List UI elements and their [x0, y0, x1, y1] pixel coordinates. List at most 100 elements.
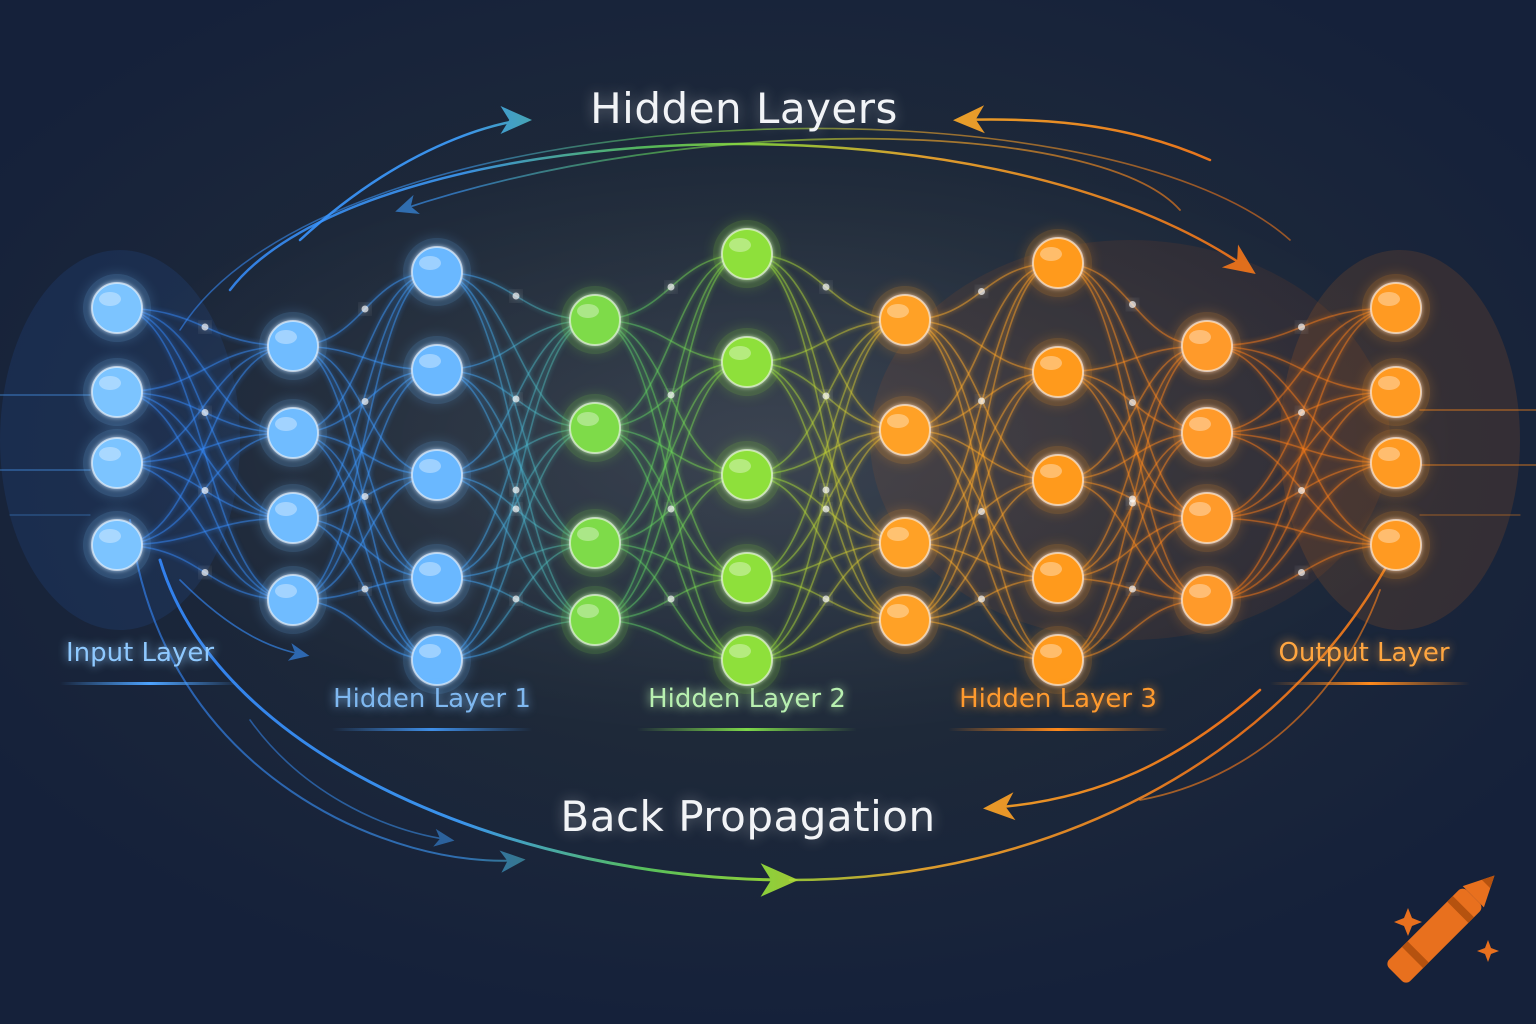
neuron-highlight — [729, 562, 751, 576]
neuron-node — [1032, 454, 1084, 506]
neuron-highlight — [887, 604, 909, 618]
output-layer-label: Output Layer — [1278, 638, 1450, 668]
signal-dot — [822, 283, 830, 291]
signal-dot — [667, 595, 675, 603]
signal-dot — [978, 595, 985, 603]
signal-dot — [1298, 323, 1305, 331]
neuron-highlight — [729, 459, 751, 473]
input-layer-underline — [60, 682, 240, 685]
neuron-node — [1032, 634, 1084, 686]
signal-dot — [1129, 399, 1136, 406]
connection-line — [746, 253, 906, 621]
signal-dot — [361, 493, 369, 500]
neuron-highlight — [577, 412, 599, 426]
connection-line — [1206, 345, 1397, 546]
neuron-highlight — [577, 604, 599, 618]
neuron-node — [411, 449, 463, 501]
neuron-highlight — [419, 354, 441, 368]
neuron-node — [267, 492, 319, 544]
connection-line — [1206, 307, 1397, 601]
neuron-highlight — [275, 417, 297, 431]
signal-dot — [512, 292, 520, 300]
neuron-highlight — [729, 238, 751, 252]
neuron-node — [1370, 519, 1422, 571]
neuron-highlight — [99, 292, 121, 306]
back-propagation-label: Back Propagation — [560, 792, 936, 841]
signal-dot — [1129, 301, 1136, 308]
neuron-highlight — [1040, 464, 1062, 478]
neuron-highlight — [275, 330, 297, 344]
flow-arcs — [129, 105, 1392, 897]
hidden-layer-2-label: Hidden Layer 2 — [648, 684, 846, 714]
signal-dot — [667, 391, 675, 399]
neuron-node — [569, 402, 621, 454]
neuron-node — [879, 404, 931, 456]
neuron-highlight — [1189, 584, 1211, 598]
signal-dot — [1298, 487, 1305, 494]
neuron-highlight — [1378, 529, 1400, 543]
signal-dot — [822, 505, 830, 513]
signal-dot — [361, 585, 369, 593]
signal-dot — [361, 398, 369, 405]
neuron-node — [721, 336, 773, 388]
neuron-node — [91, 519, 143, 571]
neuron-highlight — [99, 529, 121, 543]
signal-dot — [361, 305, 369, 313]
signal-dot — [512, 505, 520, 513]
neuron-highlight — [1040, 644, 1062, 658]
neuron-highlight — [577, 527, 599, 541]
neuron-highlight — [419, 562, 441, 576]
signal-dot — [978, 288, 985, 295]
neuron-node — [1032, 237, 1084, 289]
neuron-node — [569, 294, 621, 346]
signal-dot — [512, 395, 520, 403]
neuron-node — [267, 407, 319, 459]
signal-dot — [822, 486, 830, 494]
neuron-node — [879, 294, 931, 346]
neuron-highlight — [1378, 292, 1400, 306]
neuron-node — [1181, 574, 1233, 626]
neuron-node — [1370, 366, 1422, 418]
neuron-node — [411, 552, 463, 604]
neuron-node — [411, 344, 463, 396]
network-neurons — [83, 220, 1430, 694]
neuron-node — [721, 552, 773, 604]
neuron-highlight — [1040, 562, 1062, 576]
signal-dot — [1129, 585, 1136, 593]
neuron-node — [1032, 346, 1084, 398]
neuron-node — [1032, 552, 1084, 604]
neuron-highlight — [1189, 417, 1211, 431]
neuron-node — [879, 517, 931, 569]
neuron-node — [1370, 437, 1422, 489]
neuron-node — [721, 228, 773, 280]
neuron-highlight — [577, 304, 599, 318]
neuron-highlight — [887, 414, 909, 428]
neuron-node — [1370, 282, 1422, 334]
neuron-highlight — [419, 256, 441, 270]
signal-dot — [201, 487, 209, 494]
input-layer-label: Input Layer — [65, 638, 215, 668]
signal-dot — [1298, 569, 1305, 576]
io-streaks — [0, 394, 1536, 516]
neuron-node — [721, 634, 773, 686]
output-layer-underline — [1270, 682, 1470, 685]
neuron-highlight — [99, 376, 121, 390]
neuron-node — [1181, 492, 1233, 544]
signal-dot — [822, 595, 830, 603]
neuron-node — [879, 594, 931, 646]
signal-dot — [667, 283, 675, 291]
hidden-layer-3-label: Hidden Layer 3 — [959, 684, 1157, 714]
signal-dot — [201, 569, 209, 576]
neuron-highlight — [1189, 502, 1211, 516]
hidden-layer-3-underline — [948, 728, 1168, 731]
connection-line — [1206, 391, 1397, 601]
sparkle-icon — [1394, 908, 1499, 962]
neuron-highlight — [419, 644, 441, 658]
neuron-highlight — [729, 346, 751, 360]
neuron-highlight — [729, 644, 751, 658]
neuron-highlight — [419, 459, 441, 473]
signal-dot — [822, 392, 830, 400]
signal-dot — [512, 595, 520, 603]
